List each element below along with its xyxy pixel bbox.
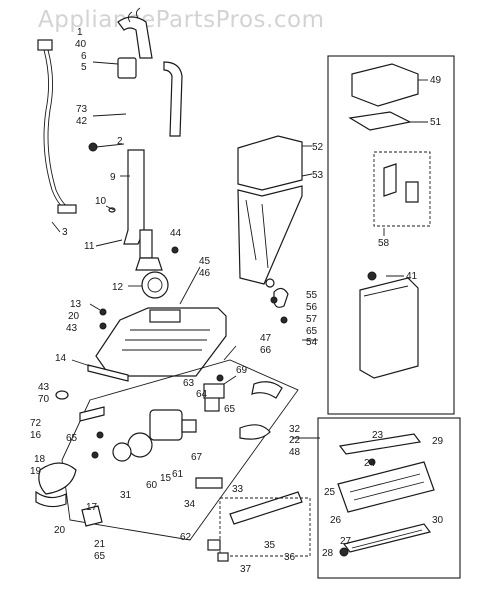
part-label: 42 — [76, 116, 88, 127]
part-label: 33 — [232, 484, 244, 495]
bag-housing-box — [327, 55, 455, 415]
part-label: 1 — [77, 27, 83, 38]
part-label: 24 — [364, 458, 376, 469]
part-label: 55 — [306, 290, 318, 301]
part-label: 67 — [191, 452, 203, 463]
leader-lines — [51, 61, 428, 439]
part-label: 63 — [183, 378, 195, 389]
part-label: 32 — [289, 424, 301, 435]
brushroll-box — [317, 417, 461, 579]
part-label: 49 — [430, 75, 442, 86]
hinge-detail — [383, 163, 419, 203]
part-label: 23 — [372, 430, 384, 441]
part-label: 35 — [264, 540, 276, 551]
part-label: 45 — [199, 256, 211, 267]
part-label: 2 — [117, 136, 123, 147]
part-label: 40 — [75, 39, 87, 50]
brushroll — [339, 523, 432, 557]
part-label: 65 — [66, 433, 78, 444]
part-label: 20 — [54, 525, 66, 536]
latch-parts — [265, 278, 289, 324]
fan-and-brush-parts — [35, 390, 105, 527]
part-label: 51 — [430, 117, 442, 128]
part-label: 48 — [289, 447, 301, 458]
motor-assembly — [112, 394, 220, 462]
part-label: 30 — [432, 515, 444, 526]
part-label: 27 — [340, 536, 352, 547]
part-label: 65 — [94, 551, 106, 562]
part-label: 9 — [110, 172, 116, 183]
part-label: 10 — [95, 196, 107, 207]
part-label: 3 — [62, 227, 68, 238]
watermark-text: AppliancePartsPros.com — [38, 7, 324, 33]
brushroll-cover — [337, 433, 435, 513]
part-labels: 1 40 6 5 73 42 2 9 3 10 11 44 45 46 12 1… — [30, 27, 444, 575]
part-label: 47 — [260, 333, 272, 344]
part-label: 19 — [30, 466, 42, 477]
belt-and-roller — [195, 424, 311, 562]
hinge-detail-box — [373, 151, 431, 227]
part-label: 6 — [81, 51, 87, 62]
part-label: 31 — [120, 490, 132, 501]
base-plate-outline — [61, 359, 299, 541]
part-label: 64 — [196, 389, 208, 400]
part-label: 12 — [112, 282, 124, 293]
part-label: 41 — [406, 271, 418, 282]
part-label: 37 — [240, 564, 252, 575]
part-label: 11 — [84, 241, 95, 252]
idler-parts — [203, 374, 283, 399]
part-label: 72 — [30, 418, 42, 429]
part-label: 21 — [94, 539, 106, 550]
part-label: 36 — [284, 552, 296, 563]
part-label: 46 — [199, 268, 211, 279]
part-label: 57 — [306, 314, 318, 325]
part-label: 28 — [322, 548, 334, 559]
part-label: 29 — [432, 436, 444, 447]
part-label: 15 — [160, 473, 172, 484]
part-label: 25 — [324, 487, 336, 498]
part-label: 52 — [312, 142, 324, 153]
top-cover — [348, 63, 419, 131]
part-label: 73 — [76, 104, 88, 115]
part-label: 66 — [260, 345, 272, 356]
swivel-coupling — [135, 246, 179, 299]
part-label: 56 — [306, 302, 318, 313]
part-label: 69 — [236, 365, 248, 376]
part-label: 65 — [306, 326, 318, 337]
part-label: 16 — [30, 430, 42, 441]
part-label: 17 — [86, 502, 98, 513]
power-cord — [37, 39, 77, 214]
part-label: 13 — [70, 299, 82, 310]
filter-chamber — [237, 135, 303, 285]
part-label: 54 — [306, 337, 318, 348]
part-label: 43 — [66, 323, 78, 334]
part-label: 20 — [68, 311, 80, 322]
part-label: 53 — [312, 170, 324, 181]
part-label: 22 — [289, 435, 301, 446]
part-label: 62 — [180, 532, 192, 543]
part-label: 60 — [146, 480, 158, 491]
part-label: 61 — [172, 469, 184, 480]
bag-housing — [359, 271, 419, 379]
part-label: 18 — [34, 454, 46, 465]
part-label: 58 — [378, 238, 390, 249]
part-label: 34 — [184, 499, 196, 510]
part-label: 43 — [38, 382, 50, 393]
part-label: 65 — [224, 404, 236, 415]
part-label: 26 — [330, 515, 342, 526]
part-label: 44 — [170, 228, 182, 239]
bumper-strip — [87, 364, 129, 382]
part-label: 70 — [38, 394, 50, 405]
part-label: 5 — [81, 62, 87, 73]
handle-assembly — [117, 7, 183, 137]
nozzle-hood — [95, 307, 227, 377]
part-label: 14 — [55, 353, 67, 364]
